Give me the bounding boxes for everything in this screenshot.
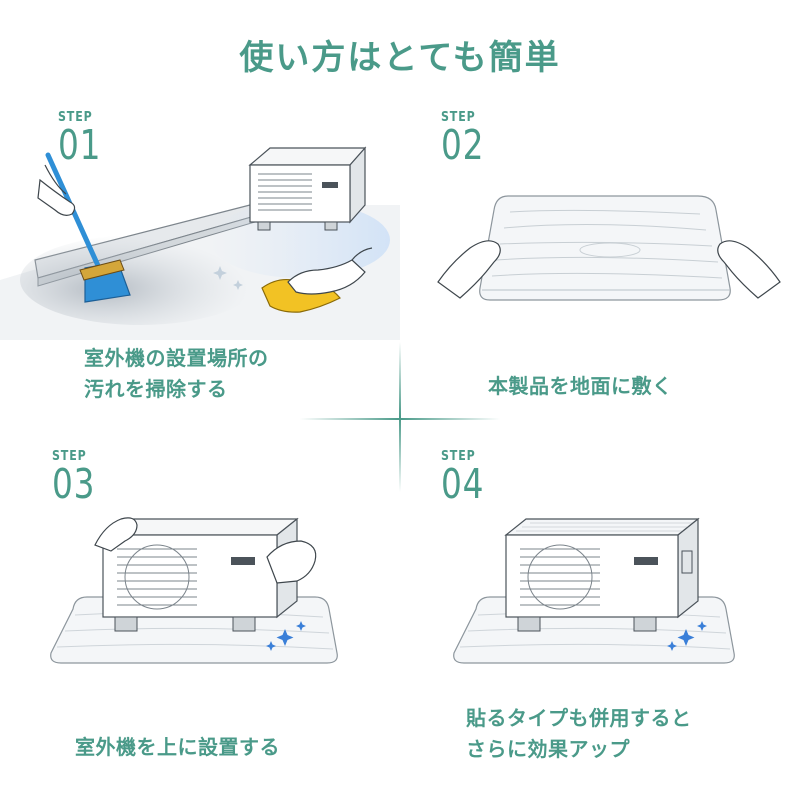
mat-icon: [479, 195, 731, 301]
hand-icon: [717, 240, 781, 299]
sparkle-icon: [266, 621, 306, 651]
step-02-illustration: [437, 195, 781, 301]
caption-line: 汚れを掃除する: [84, 377, 228, 401]
caption-line: 貼るタイプも併用すると: [466, 706, 692, 730]
step-word: STEP: [441, 449, 476, 464]
step-01-illustration: [0, 146, 400, 340]
step-04-illustration: [453, 517, 735, 664]
broom-icon: [45, 152, 131, 303]
step-number: 01: [58, 121, 102, 169]
step-word: STEP: [52, 449, 87, 464]
step-01-caption: 室外機の設置場所の 汚れを掃除する: [84, 343, 269, 405]
divider-horizontal: [300, 418, 500, 420]
divider-vertical: [399, 342, 401, 492]
step-01-label: STEP 01: [58, 111, 112, 166]
ac-unit-icon: [504, 517, 700, 632]
hand-icon: [266, 540, 317, 584]
step-number: 02: [441, 121, 485, 169]
step-03-caption: 室外機を上に設置する: [75, 732, 280, 763]
step-04-label: STEP 04: [441, 450, 495, 505]
step-02-label: STEP 02: [441, 111, 495, 166]
hand-icon: [287, 247, 373, 295]
ac-unit-icon: [101, 517, 299, 632]
step-word: STEP: [58, 110, 93, 125]
hand-icon: [437, 240, 501, 299]
ac-unit-icon: [248, 146, 367, 231]
step-04-caption: 貼るタイプも併用すると さらに効果アップ: [466, 703, 692, 765]
caption-line: 本製品を地面に敷く: [488, 374, 673, 398]
page-title: 使い方はとても簡単: [239, 38, 561, 78]
hand-icon: [94, 517, 138, 552]
step-03-label: STEP 03: [52, 450, 106, 505]
caption-line: 室外機の設置場所の: [84, 346, 269, 370]
step-02-caption: 本製品を地面に敷く: [488, 371, 673, 402]
hand-icon: [37, 164, 76, 216]
step-number: 04: [441, 460, 485, 508]
sparkle-icon: [213, 266, 243, 290]
caption-line: 室外機を上に設置する: [75, 735, 280, 759]
step-03-illustration: [50, 517, 338, 664]
caption-line: さらに効果アップ: [466, 737, 630, 761]
step-number: 03: [52, 460, 96, 508]
sparkle-icon: [667, 621, 707, 651]
step-word: STEP: [441, 110, 476, 125]
